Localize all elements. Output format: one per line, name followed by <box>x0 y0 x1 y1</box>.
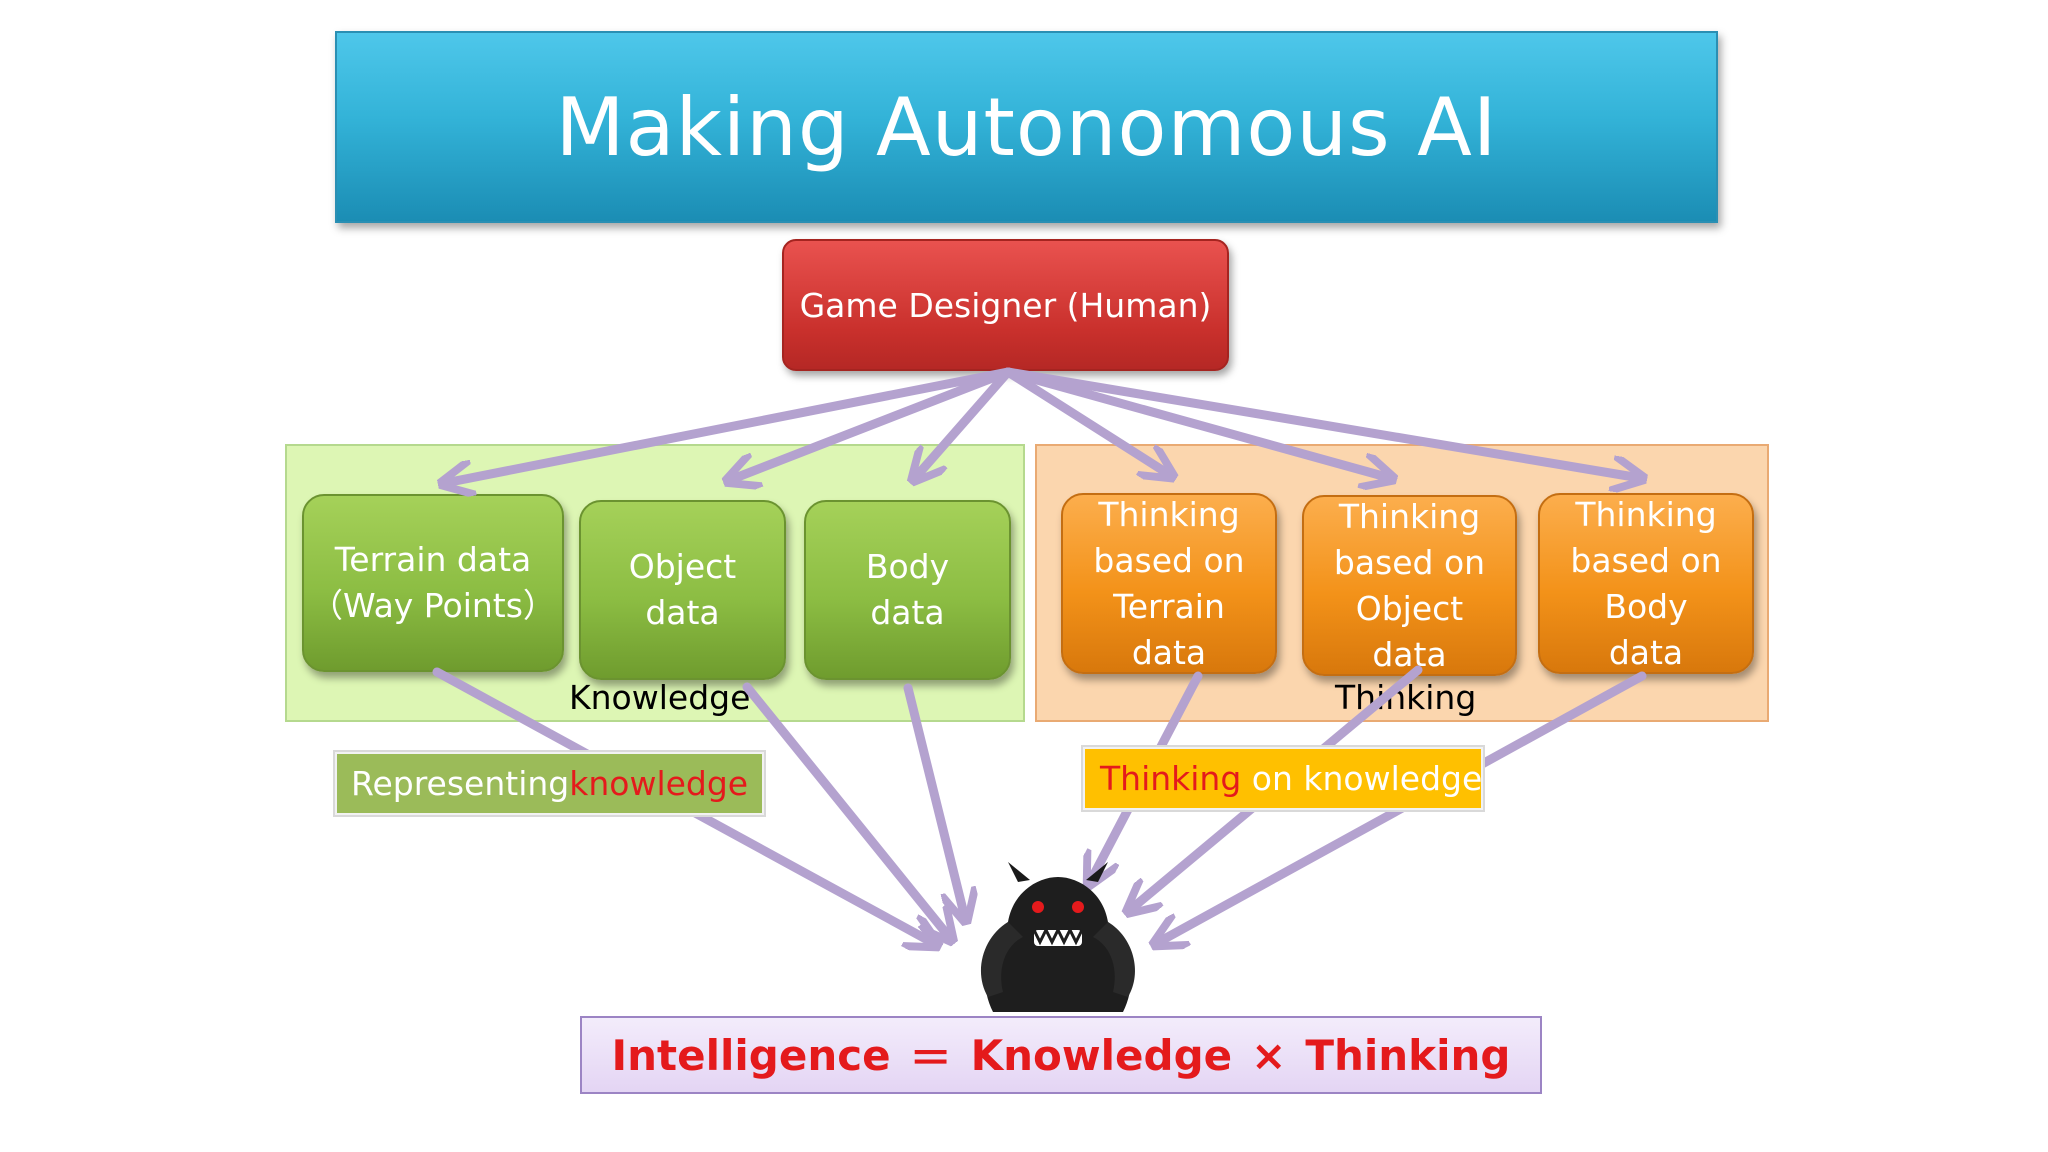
equation-box: Intelligence ＝ Knowledge × Thinking <box>580 1016 1542 1094</box>
object-data-box: Object data <box>579 500 786 680</box>
representing-text: Representing <box>351 764 570 803</box>
title-banner: Making Autonomous AI <box>335 31 1718 223</box>
arrow-body-to-monster <box>903 683 965 918</box>
equation-times: × <box>1251 1030 1287 1080</box>
thinking-terrain-box: Thinking based on Terrain data <box>1061 493 1277 674</box>
equation-knowledge: Knowledge <box>970 1030 1233 1080</box>
equation-intelligence: Intelligence <box>611 1030 891 1080</box>
knowledge-highlight: knowledge <box>569 764 749 803</box>
body-data-box: Body data <box>804 500 1011 680</box>
thinking-terrain-label: Thinking based on Terrain data <box>1093 494 1245 672</box>
equation-equals: ＝ <box>909 1033 952 1083</box>
object-data-label: Object data <box>628 547 737 632</box>
thinking-object-label: Thinking based on Object data <box>1333 496 1486 674</box>
monster-character-icon <box>980 862 1136 1012</box>
terrain-data-label: Terrain data （Way Points） <box>310 540 556 625</box>
body-data-label: Body data <box>865 547 950 632</box>
thinking-body-label: Thinking based on Body data <box>1570 494 1722 672</box>
thinking-panel-label: Thinking <box>1335 678 1477 717</box>
thinking-body-box: Thinking based on Body data <box>1538 493 1754 674</box>
knowledge-panel-label: Knowledge <box>569 678 751 717</box>
arrow-object-to-monster <box>742 682 950 938</box>
game-designer-label: Game Designer (Human) <box>799 285 1212 325</box>
thinking-highlight: Thinking <box>1100 759 1242 798</box>
on-knowledge-text: on knowledge <box>1241 759 1483 798</box>
thinking-object-box: Thinking based on Object data <box>1302 495 1517 676</box>
game-designer-box: Game Designer (Human) <box>782 239 1229 371</box>
thinking-on-knowledge-tag: Thinking on knowledge <box>1083 747 1483 810</box>
representing-knowledge-tag: Representing knowledge <box>335 752 764 815</box>
page-title: Making Autonomous AI <box>555 80 1498 174</box>
terrain-data-box: Terrain data （Way Points） <box>302 494 564 672</box>
equation-thinking: Thinking <box>1305 1030 1511 1080</box>
